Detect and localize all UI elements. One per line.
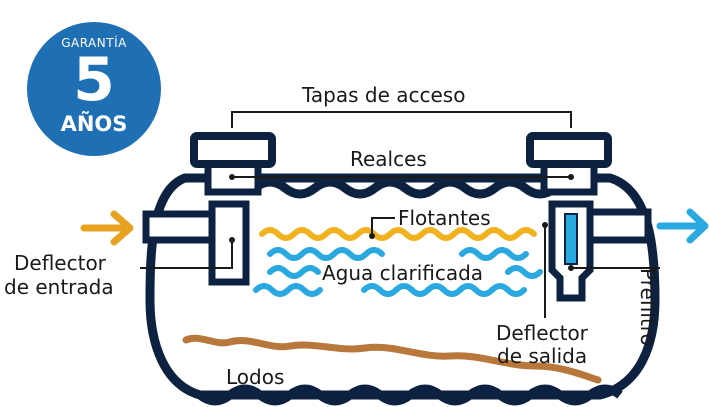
label-deflector-entrada-line1: Deflector — [14, 251, 106, 275]
water-wave-1 — [267, 247, 385, 261]
warranty-unit: AÑOS — [60, 112, 128, 136]
outlet-arrow-icon — [656, 208, 709, 244]
label-prefiltro: Prefiltro — [636, 268, 660, 346]
label-flotantes: Flotantes — [398, 206, 491, 230]
label-deflector-salida-line1: Deflector — [496, 321, 588, 345]
inlet-arrow-icon — [80, 210, 134, 246]
label-deflector-salida-line2: de salida — [497, 344, 588, 368]
label-realces: Realces — [350, 147, 427, 171]
inlet-deflector — [208, 200, 250, 286]
sludge-line — [182, 334, 602, 384]
water-wave-4 — [505, 265, 543, 279]
access-cover-right — [526, 132, 612, 196]
deflector-entrada-leader — [140, 240, 233, 269]
flotantes-leader — [371, 217, 395, 236]
floatants-wave — [259, 227, 537, 241]
water-wave-3 — [267, 265, 321, 279]
floor-wave — [197, 384, 623, 406]
ceiling-wave — [252, 177, 558, 199]
water-wave-6 — [361, 283, 527, 297]
warranty-badge: GARANTÍA 5 AÑOS — [27, 22, 161, 156]
label-lodos: Lodos — [226, 365, 285, 389]
label-agua-clarificada: Agua clarificada — [322, 261, 484, 285]
water-wave-5 — [253, 283, 323, 297]
prefilter-element — [564, 213, 578, 265]
water-wave-2 — [459, 247, 529, 261]
outlet-pipe — [584, 208, 652, 244]
warranty-caption: GARANTÍA — [61, 36, 127, 50]
label-deflector-entrada-line2: de entrada — [4, 275, 114, 299]
inlet-pipe — [142, 210, 216, 244]
warranty-number: 5 — [73, 45, 115, 115]
access-cover-left — [190, 132, 276, 196]
label-tapas-de-acceso: Tapas de acceso — [302, 83, 466, 107]
tapas-leader — [231, 111, 572, 128]
